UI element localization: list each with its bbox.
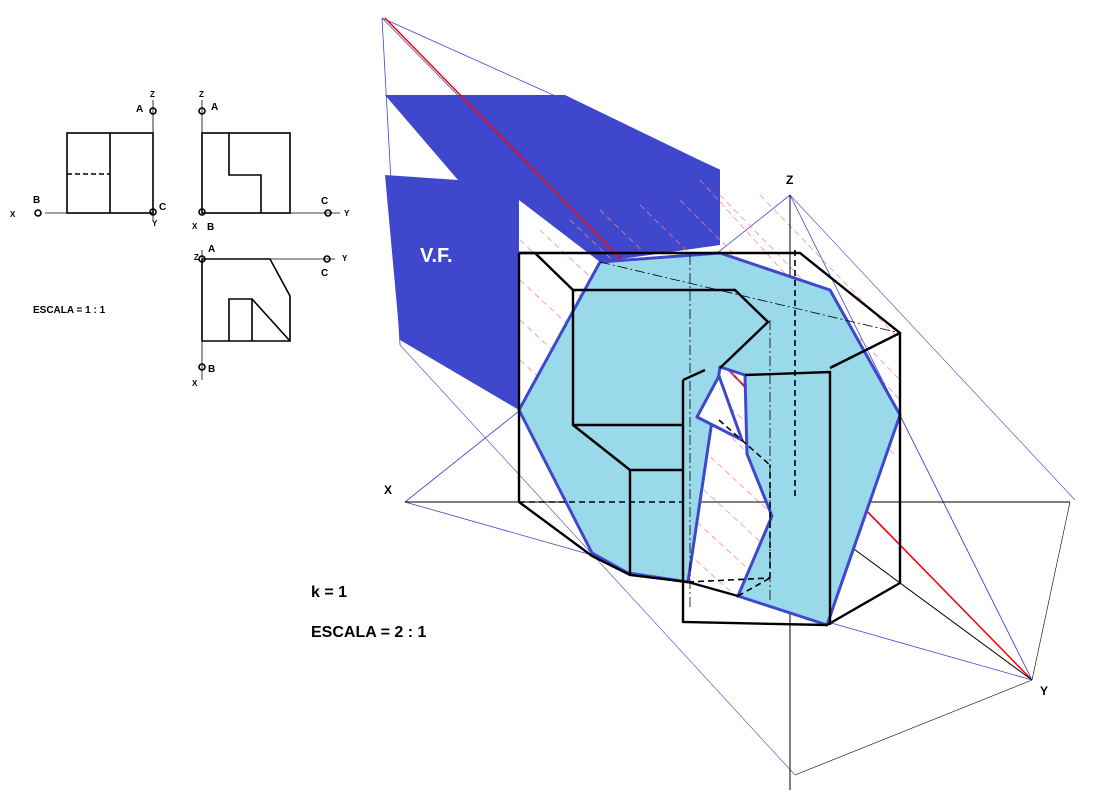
front-b-label: B <box>33 195 40 206</box>
top-a-label: A <box>208 244 215 255</box>
top-z-label: Z <box>194 253 199 262</box>
front-a-label: A <box>136 104 143 115</box>
front-c-label: C <box>159 202 166 213</box>
block-edges <box>517 251 902 627</box>
axonometric-scale-label: ESCALA = 2 : 1 <box>311 624 427 641</box>
top-b-label: B <box>208 364 215 375</box>
top-y-label: Y <box>342 254 348 263</box>
front-y-label: Y <box>152 219 158 228</box>
side-view <box>198 100 340 217</box>
side-b-label: B <box>207 222 214 233</box>
side-y-label: Y <box>344 209 350 218</box>
side-c-label: C <box>321 196 328 207</box>
true-size-shape <box>385 95 720 410</box>
axis-y-label: Y <box>1040 684 1048 698</box>
axis-z-label: Z <box>786 173 793 187</box>
orthographic-views <box>34 100 340 380</box>
centre-lines <box>599 255 901 610</box>
side-z-label: Z <box>199 90 204 99</box>
top-c-label: C <box>321 268 328 279</box>
front-z-label: Z <box>150 90 155 99</box>
orthographic-labels: Z A X B C Y Z A X B C Y Z A C Y B X ESCA… <box>10 90 350 388</box>
k-label: k = 1 <box>311 584 347 601</box>
section-shape <box>517 251 902 627</box>
axonometric-labels: X Y Z k = 1 ESCALA = 2 : 1 <box>311 173 1048 698</box>
front-x-label: X <box>10 210 16 219</box>
side-x-label: X <box>192 222 198 231</box>
front-view <box>34 100 157 220</box>
axis-x-label: X <box>384 483 392 497</box>
true-size-label: V.F. <box>420 245 453 267</box>
views-scale-label: ESCALA = 1 : 1 <box>33 305 106 316</box>
top-view <box>198 250 335 380</box>
top-x-label: X <box>192 379 198 388</box>
side-a-label: A <box>211 102 218 113</box>
